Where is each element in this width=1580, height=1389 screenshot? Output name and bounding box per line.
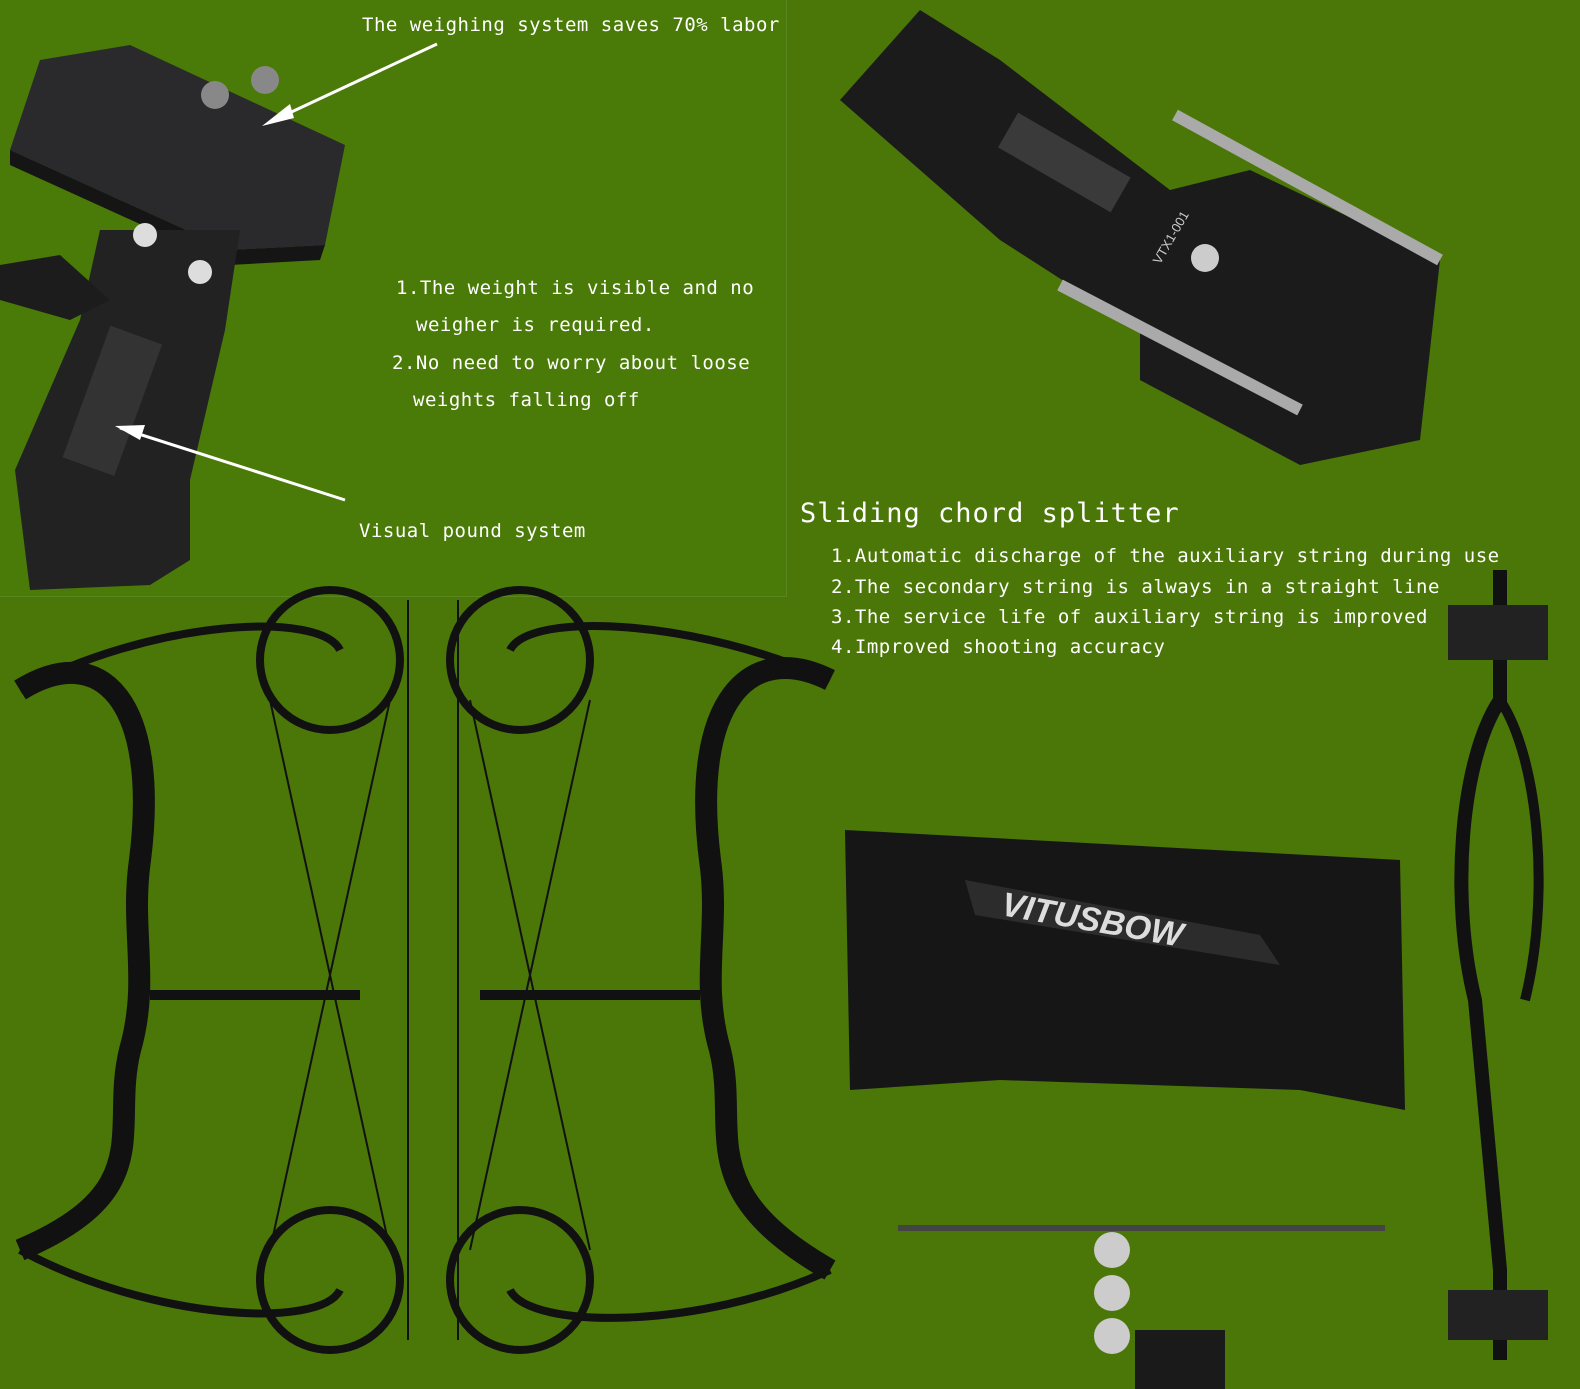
compound-bow-left-image [14,586,409,1354]
splitter-title: Sliding chord splitter [800,498,1180,529]
splitter-point: 2.The secondary string is always in a st… [831,576,1440,598]
weight-adjuster-image [0,42,438,590]
weighing-point: 2.No need to worry about loose [392,352,751,374]
bow-side-view-image [1448,570,1548,1360]
weighing-headline: The weighing system saves 70% labor [362,14,780,36]
string-splitter-image: VTX1-001 [840,10,1443,465]
splitter-point: 4.Improved shooting accuracy [831,636,1166,658]
weighing-point: 1.The weight is visible and no [396,277,755,299]
visual-pound-caption: Visual pound system [359,520,586,542]
splitter-point: 3.The service life of auxiliary string i… [831,606,1428,628]
weighing-point: weigher is required. [416,314,655,336]
grip-closeup-image: VITUSBOW [845,830,1405,1110]
splitter-point: 1.Automatic discharge of the auxiliary s… [831,545,1500,567]
compound-bow-right-image [446,586,836,1354]
string-accessory-image [898,1225,1385,1389]
weighing-point: weights falling off [413,389,640,411]
